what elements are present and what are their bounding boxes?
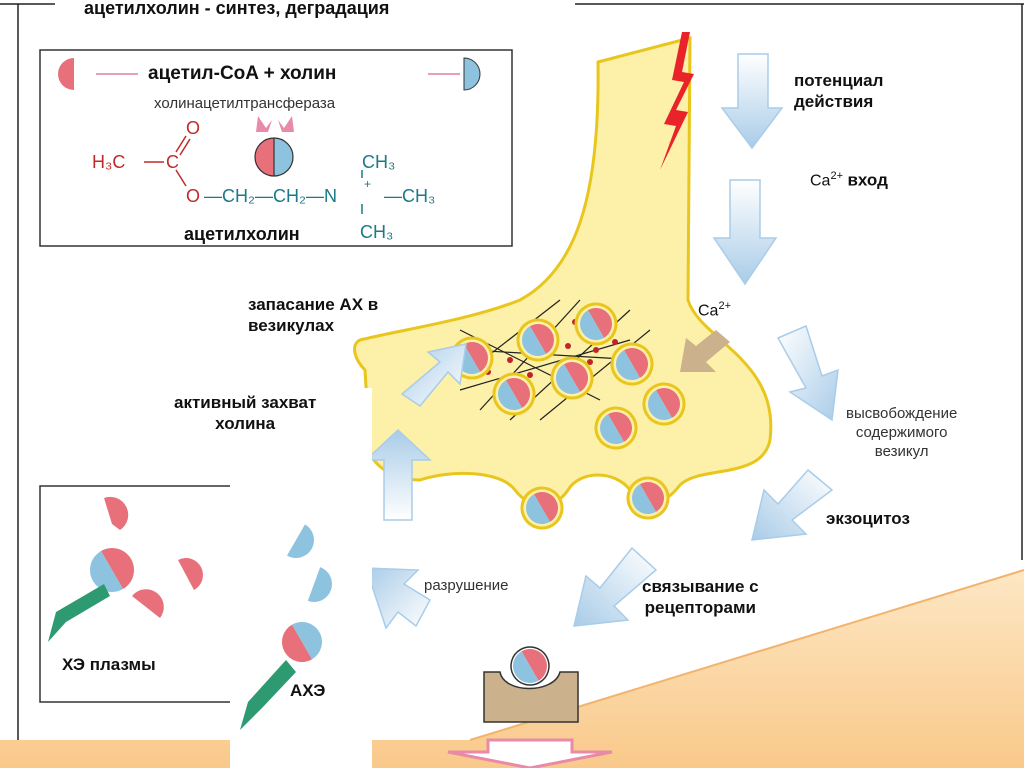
action-potential-bolt-icon	[660, 32, 694, 170]
docked-vesicle	[520, 486, 564, 530]
formula-chain-text: CH₂—CH₂—N	[222, 186, 337, 206]
acetylcholine-molecule-icon	[282, 622, 322, 662]
formula-chain: —CH₂—CH₂—N	[204, 186, 337, 206]
ca-ion: Ca	[698, 302, 719, 320]
label-action-potential: потенциал действия	[794, 71, 884, 111]
postsynaptic-membrane	[0, 570, 1024, 768]
vesicles	[450, 302, 686, 530]
vesicle	[594, 406, 638, 450]
formula-carbon: C	[166, 152, 179, 172]
formula-ch3-right-text: CH₃	[402, 186, 435, 206]
acetyl-fragment-icon	[132, 589, 164, 618]
label-ache: АХЭ	[290, 681, 326, 700]
ca-entry-ion: Ca	[810, 172, 831, 190]
arrow-storage	[400, 343, 467, 408]
formula-plus: +	[364, 177, 371, 191]
label-plasma-che: ХЭ плазмы	[62, 655, 156, 674]
ca-entry-charge: 2+	[830, 170, 843, 182]
vesicle	[492, 372, 536, 416]
receptor	[483, 671, 579, 723]
synthesis-product: ацетилхолин	[184, 224, 300, 244]
label-uptake: активный захват холина	[174, 393, 317, 433]
vesicle	[574, 302, 618, 346]
arrow-ca-into-terminal	[680, 330, 730, 372]
label-release: высвобождение содержимого везикул	[846, 405, 958, 460]
receptor-bound-acetylcholine	[510, 646, 550, 686]
label-exocytosis: экзоцитоз	[826, 509, 910, 528]
choline-half-icon	[463, 57, 481, 91]
vesicle	[610, 342, 654, 386]
ca-entry-word: вход	[847, 170, 888, 190]
choline-fragment-icon	[287, 524, 314, 558]
arrow-action-potential	[720, 53, 784, 150]
formula-o-ester: O	[186, 186, 200, 206]
docked-vesicle	[626, 476, 670, 520]
label-binding: связывание с рецепторами	[642, 577, 759, 617]
acetylcholine-symbol-icon	[254, 137, 294, 177]
ca-charge: 2+	[718, 300, 731, 312]
formula-ch3-top: CH₃	[362, 152, 395, 172]
arrow-postsynaptic	[447, 738, 613, 770]
arrow-exocytosis	[751, 468, 834, 541]
formula-o-carbonyl: O	[186, 118, 200, 138]
vesicle	[550, 356, 594, 400]
label-ca: Ca2+	[698, 300, 731, 320]
synthesis-reaction: ацетил-CoA + холин	[148, 63, 337, 84]
plasma-che-enzyme-icon	[48, 584, 110, 642]
vesicle	[516, 318, 560, 362]
diagram-title: ацетилхолин - синтез, деградация	[84, 0, 390, 18]
arrow-uptake	[364, 428, 432, 521]
formula-ch3-right: —CH₃	[384, 186, 435, 206]
arrow-destruction	[364, 567, 431, 630]
ache-enzyme-icon	[240, 660, 296, 730]
choline-fragment-icon	[307, 567, 332, 602]
arrow-ca-entry	[712, 179, 778, 286]
synthesis-enzyme: холинацетилтрансфераза	[154, 95, 336, 112]
vesicle	[642, 382, 686, 426]
acetyl-fragment-icon	[104, 496, 129, 530]
label-ca-entry: Ca2+ вход	[810, 170, 888, 190]
enzyme-arrow-right-icon	[278, 116, 294, 132]
acetyl-fragment-icon	[178, 558, 203, 590]
acetylcholine-molecule-icon	[90, 548, 134, 592]
formula-h3c: H₃C	[92, 152, 125, 172]
label-destruction: разрушение	[424, 577, 509, 594]
enzyme-arrow-left-icon	[256, 116, 272, 132]
arrow-release	[776, 324, 839, 422]
formula-ch3-bottom: CH₃	[360, 222, 393, 242]
acetyl-half-icon	[58, 58, 74, 90]
label-storage: запасание АХ в везикулах	[248, 295, 379, 335]
arrow-binding	[573, 546, 658, 627]
formula-bonds	[144, 135, 363, 214]
